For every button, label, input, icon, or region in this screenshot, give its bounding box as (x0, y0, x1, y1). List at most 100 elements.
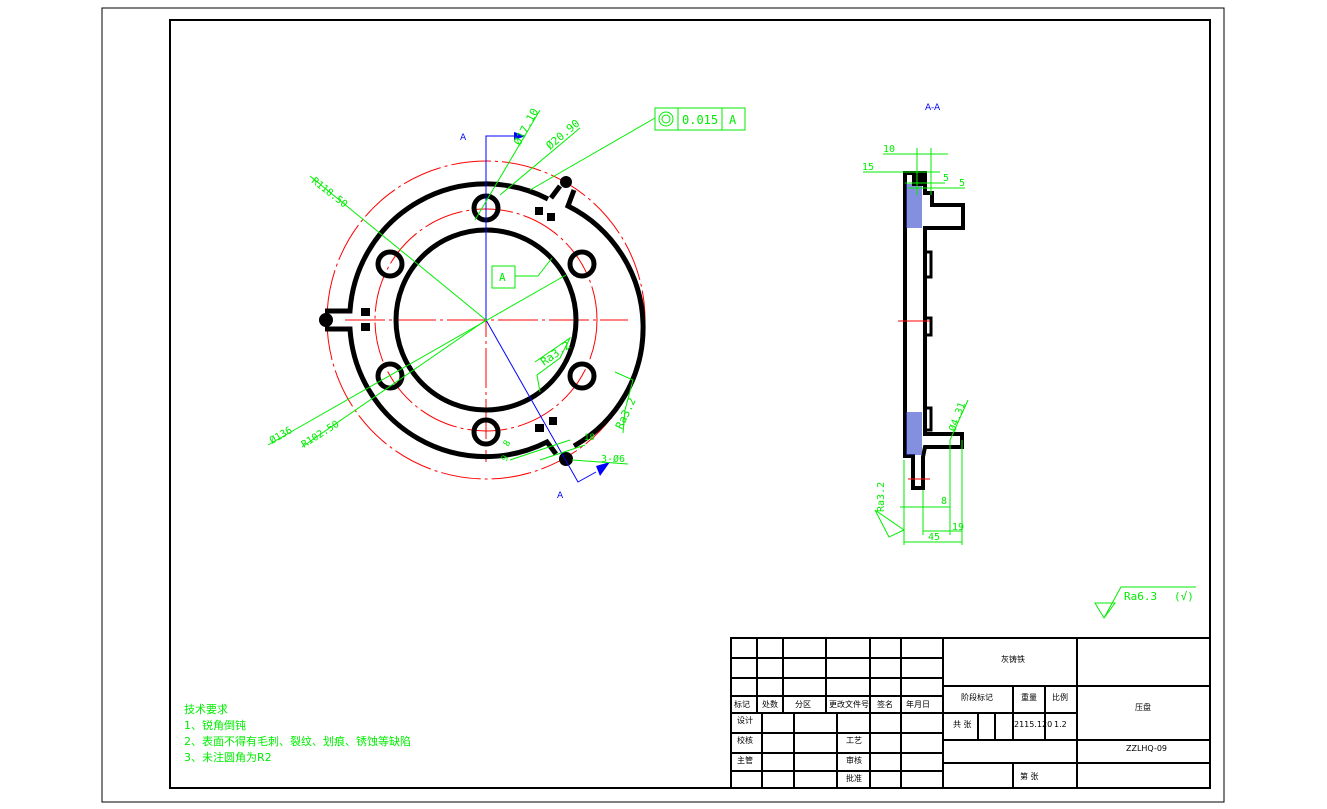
ear-hole-bottom (559, 452, 573, 466)
front-view: A A Ø17.10 Ø20.90 R118.50 Ø136 R102.50 R… (268, 106, 746, 501)
section-label-bottom: A (557, 491, 564, 501)
drawing-stroke (912, 174, 924, 186)
drawing-stroke (535, 424, 544, 432)
drawing-stroke (267, 274, 567, 446)
dim-15: 15 (862, 162, 874, 173)
label: 主管 (737, 755, 753, 765)
dim-5b: 5 (959, 178, 965, 189)
bolt-holes (375, 193, 597, 447)
label: 共 张 (953, 720, 972, 729)
drawing-stroke (949, 399, 969, 441)
general-roughness-symbol: Ra6.3 (√) (1094, 586, 1196, 619)
drawing-stroke (361, 308, 370, 316)
dim-8: 8 (502, 439, 513, 449)
drawing-stroke (567, 249, 597, 279)
drawing-stroke (529, 117, 656, 191)
drawing-stroke (375, 249, 405, 279)
drawing-stroke (375, 361, 405, 391)
dim-45: 45 (928, 532, 940, 543)
roughness-side: Ra3.2 (876, 482, 887, 512)
tech-req-item: 1、锐角倒钝 (184, 718, 246, 732)
label: 阶段标记 (961, 692, 993, 702)
dim-3-holes: 3-Ø6 (601, 453, 625, 465)
drawing-stroke (509, 439, 571, 461)
drawing-stroke (474, 109, 541, 221)
dim-outer-radius: R118.50 (309, 176, 349, 211)
label: 分区 (795, 700, 811, 709)
drawing-stroke (309, 175, 487, 321)
drawing-stroke (535, 207, 543, 215)
technical-requirements: 技术要求 1、锐角倒钝 2、表面不得有毛刺、裂纹、划痕、锈蚀等缺陷 3、未注圆角… (184, 703, 411, 764)
label: 更改文件号 (829, 699, 869, 709)
tolerance-value: 0.015 (682, 113, 718, 127)
label: 校核 (737, 735, 753, 745)
label: 第 张 (1020, 771, 1039, 781)
datum-label: A (499, 271, 506, 284)
drawing-stroke (549, 417, 557, 425)
label: 比例 (1052, 692, 1068, 702)
drawing-stroke (923, 250, 933, 279)
tech-req-item: 3、未注圆角为R2 (184, 750, 272, 764)
ear-hole-left (319, 313, 333, 327)
drawing-stroke (539, 444, 586, 461)
drawing-stroke (874, 509, 906, 538)
title-block: 标记 处数 分区 更改文件号 签名 年月日 设计 校核 主管 工艺 审核 批准 … (730, 637, 1211, 789)
label: 工艺 (846, 736, 862, 745)
label: 批准 (846, 773, 862, 783)
drawing-stroke (654, 107, 746, 131)
tech-req-title: 技术要求 (184, 703, 228, 716)
label: 重量 (1021, 692, 1037, 702)
label: Ra6.3 (1124, 590, 1157, 603)
dim-18: 18 (584, 433, 595, 443)
part-name: 压盘 (1135, 702, 1151, 712)
drawing-stroke (567, 361, 597, 391)
drawing-stroke (923, 316, 933, 337)
dim-10: 10 (883, 144, 895, 155)
sheet-border (101, 7, 1225, 803)
tech-req-item: 2、表面不得有毛刺、裂纹、划痕、锈蚀等缺陷 (184, 734, 411, 748)
dim-diameter-136: Ø136 (268, 424, 295, 446)
drawing-stroke (499, 127, 581, 196)
drawing-stroke (547, 213, 555, 221)
outer-contour (325, 181, 646, 460)
label: 审核 (846, 755, 862, 765)
tolerance-datum: A (729, 113, 737, 127)
drawing-stroke (301, 319, 487, 448)
drawing-stroke (731, 638, 1210, 788)
label: 处数 (762, 699, 778, 709)
label: (√) (1174, 590, 1194, 603)
geometric-tolerance-frame: 0.015 A (654, 107, 746, 131)
drawing-stroke (661, 114, 671, 124)
dim-9: 9 (500, 454, 511, 464)
hatch-top (906, 184, 922, 228)
datum-box (491, 265, 516, 289)
drawing-stroke (614, 371, 634, 434)
dimension-lines (267, 109, 656, 465)
small-slots (361, 207, 557, 432)
roughness-outer: Ra3.2 (613, 396, 639, 432)
scale: 1.2 (1054, 720, 1067, 729)
dim-4-31: Ø4.31 (947, 401, 969, 433)
drawing-stroke (471, 417, 501, 447)
section-label-top: A (460, 133, 467, 143)
section-dimension-lines (863, 148, 969, 545)
drawing-stroke (534, 336, 572, 393)
label: 年月日 (906, 699, 930, 709)
label: 签名 (877, 699, 893, 709)
hatch-bottom (906, 412, 922, 455)
label: 标记 (734, 699, 750, 709)
label: 设计 (737, 715, 753, 725)
drawing-stroke (923, 406, 933, 432)
section-arrow-top (514, 132, 526, 140)
section-arrow-bottom (596, 462, 610, 476)
drawing-stroke (1094, 586, 1196, 619)
dim-8-side: 8 (941, 496, 947, 507)
dim-5a: 5 (943, 173, 949, 184)
dim-hole-diameter: Ø17.10 (511, 106, 541, 147)
drawing-stroke (361, 323, 370, 331)
section-view-title: A-A (925, 103, 941, 113)
dim-counterbore-diameter: Ø20.90 (544, 117, 583, 153)
material: 灰铸铁 (1001, 654, 1025, 664)
drawing-stroke (571, 459, 629, 465)
